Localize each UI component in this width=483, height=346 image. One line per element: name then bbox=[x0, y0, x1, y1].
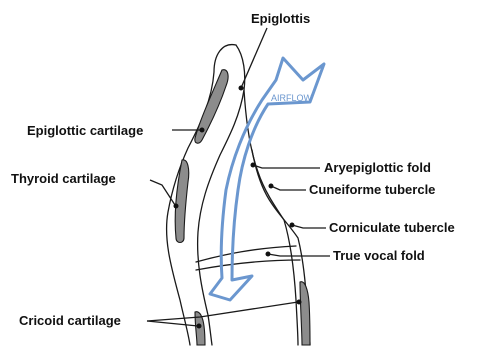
dot-epiglottis bbox=[239, 86, 244, 91]
dot-cricoid-cartilage-anterior bbox=[197, 324, 202, 329]
dot-cuneiforme-tubercle bbox=[269, 184, 274, 189]
label-aryepiglottic-fold: Aryepiglottic fold bbox=[324, 160, 431, 175]
dot-true-vocal-fold bbox=[266, 252, 271, 257]
label-epiglottis: Epiglottis bbox=[251, 11, 310, 26]
dot-aryepiglottic-fold bbox=[251, 163, 256, 168]
label-cricoid-cartilage: Cricoid cartilage bbox=[19, 313, 121, 328]
airflow-label: AIRFLOW bbox=[271, 93, 313, 103]
leader-corniculate-tubercle bbox=[292, 225, 326, 228]
dot-thyroid-cartilage bbox=[174, 204, 179, 209]
epiglottic-cartilage bbox=[195, 70, 228, 144]
label-corniculate-tubercle: Corniculate tubercle bbox=[329, 220, 455, 235]
label-epiglottic-cartilage: Epiglottic cartilage bbox=[27, 123, 143, 138]
leader-thyroid-cartilage bbox=[150, 180, 175, 205]
dot-epiglottic-cartilage bbox=[200, 128, 205, 133]
leader-cuneiforme-tubercle bbox=[271, 186, 306, 190]
thyroid-cartilage bbox=[175, 160, 189, 243]
leader-cricoid-cartilage bbox=[147, 302, 298, 321]
cricoid-cartilage-posterior bbox=[300, 282, 310, 345]
dot-cricoid-cartilage-posterior bbox=[297, 300, 302, 305]
label-thyroid-cartilage: Thyroid cartilage bbox=[11, 171, 116, 186]
leader-true-vocal-fold bbox=[268, 254, 330, 256]
leader-aryepiglottic-fold bbox=[253, 165, 320, 168]
label-cuneiforme-tubercle: Cuneiforme tubercle bbox=[309, 182, 435, 197]
leader-cricoid-cartilage-lower bbox=[147, 321, 198, 326]
label-true-vocal-fold: True vocal fold bbox=[333, 248, 425, 263]
vocal-fold-lines bbox=[196, 246, 300, 270]
leader-epiglottis bbox=[241, 28, 267, 88]
dot-corniculate-tubercle bbox=[290, 223, 295, 228]
